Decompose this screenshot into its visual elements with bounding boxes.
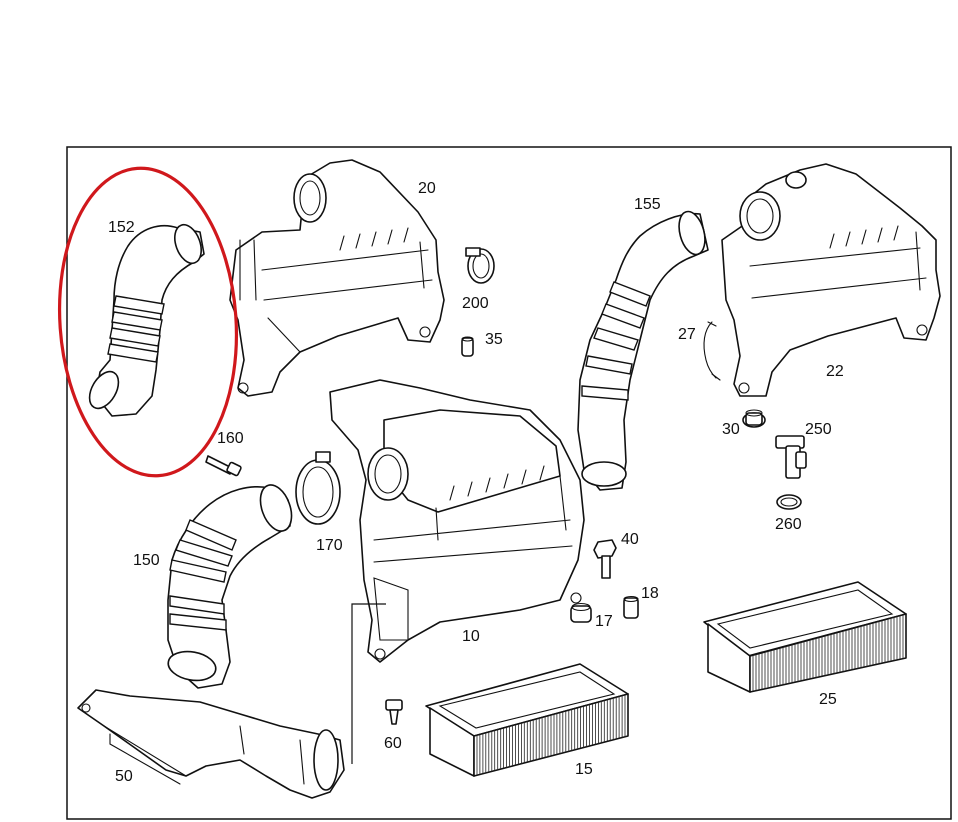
part-20-upper-housing[interactable] (229, 159, 445, 397)
part-250-maf-sensor[interactable] (775, 435, 807, 479)
label-160: 160 (217, 430, 244, 447)
label-17: 17 (595, 613, 613, 630)
label-170: 170 (316, 537, 343, 554)
diagram-frame (66, 146, 952, 820)
part-22-upper-housing[interactable] (721, 163, 941, 397)
part-260-o-ring[interactable] (776, 494, 802, 510)
label-200: 200 (462, 295, 489, 312)
label-18: 18 (641, 585, 659, 602)
part-17-grommet[interactable] (570, 602, 592, 623)
label-27: 27 (678, 326, 696, 343)
part-25-filter-element[interactable] (703, 581, 907, 693)
leader-line-50-10 (351, 603, 386, 764)
part-170-hose-clamp[interactable] (295, 451, 341, 525)
label-22: 22 (826, 363, 844, 380)
label-25: 25 (819, 691, 837, 708)
label-150: 150 (133, 552, 160, 569)
part-25-pleats (752, 614, 904, 692)
part-60-push-clip[interactable] (385, 699, 403, 725)
label-250: 250 (805, 421, 832, 438)
part-160-stud-bolt[interactable] (205, 455, 242, 477)
part-10-air-filter-housing[interactable] (329, 379, 585, 663)
part-40-bolt[interactable] (593, 539, 617, 579)
label-30: 30 (722, 421, 740, 438)
part-27-spring-clip[interactable] (703, 321, 721, 381)
part-200-hose-clamp[interactable] (465, 247, 495, 284)
label-50: 50 (115, 768, 133, 785)
part-15-filter-element[interactable] (425, 663, 629, 777)
label-152: 152 (108, 219, 135, 236)
part-15-pleats (476, 694, 626, 776)
part-150-intake-hose[interactable] (166, 481, 297, 689)
part-155-intake-hose[interactable] (577, 209, 709, 491)
part-18-spacer-sleeve[interactable] (623, 595, 639, 619)
label-35: 35 (485, 331, 503, 348)
label-155: 155 (634, 196, 661, 213)
label-260: 260 (775, 516, 802, 533)
part-30-grommet[interactable] (742, 409, 766, 428)
part-50-intake-duct[interactable] (77, 689, 345, 799)
highlight-circle (57, 166, 239, 478)
label-15: 15 (575, 761, 593, 778)
part-152-intake-hose[interactable] (84, 221, 207, 417)
label-60: 60 (384, 735, 402, 752)
part-35-bushing[interactable] (461, 336, 474, 357)
label-10: 10 (462, 628, 480, 645)
label-40: 40 (621, 531, 639, 548)
label-20: 20 (418, 180, 436, 197)
